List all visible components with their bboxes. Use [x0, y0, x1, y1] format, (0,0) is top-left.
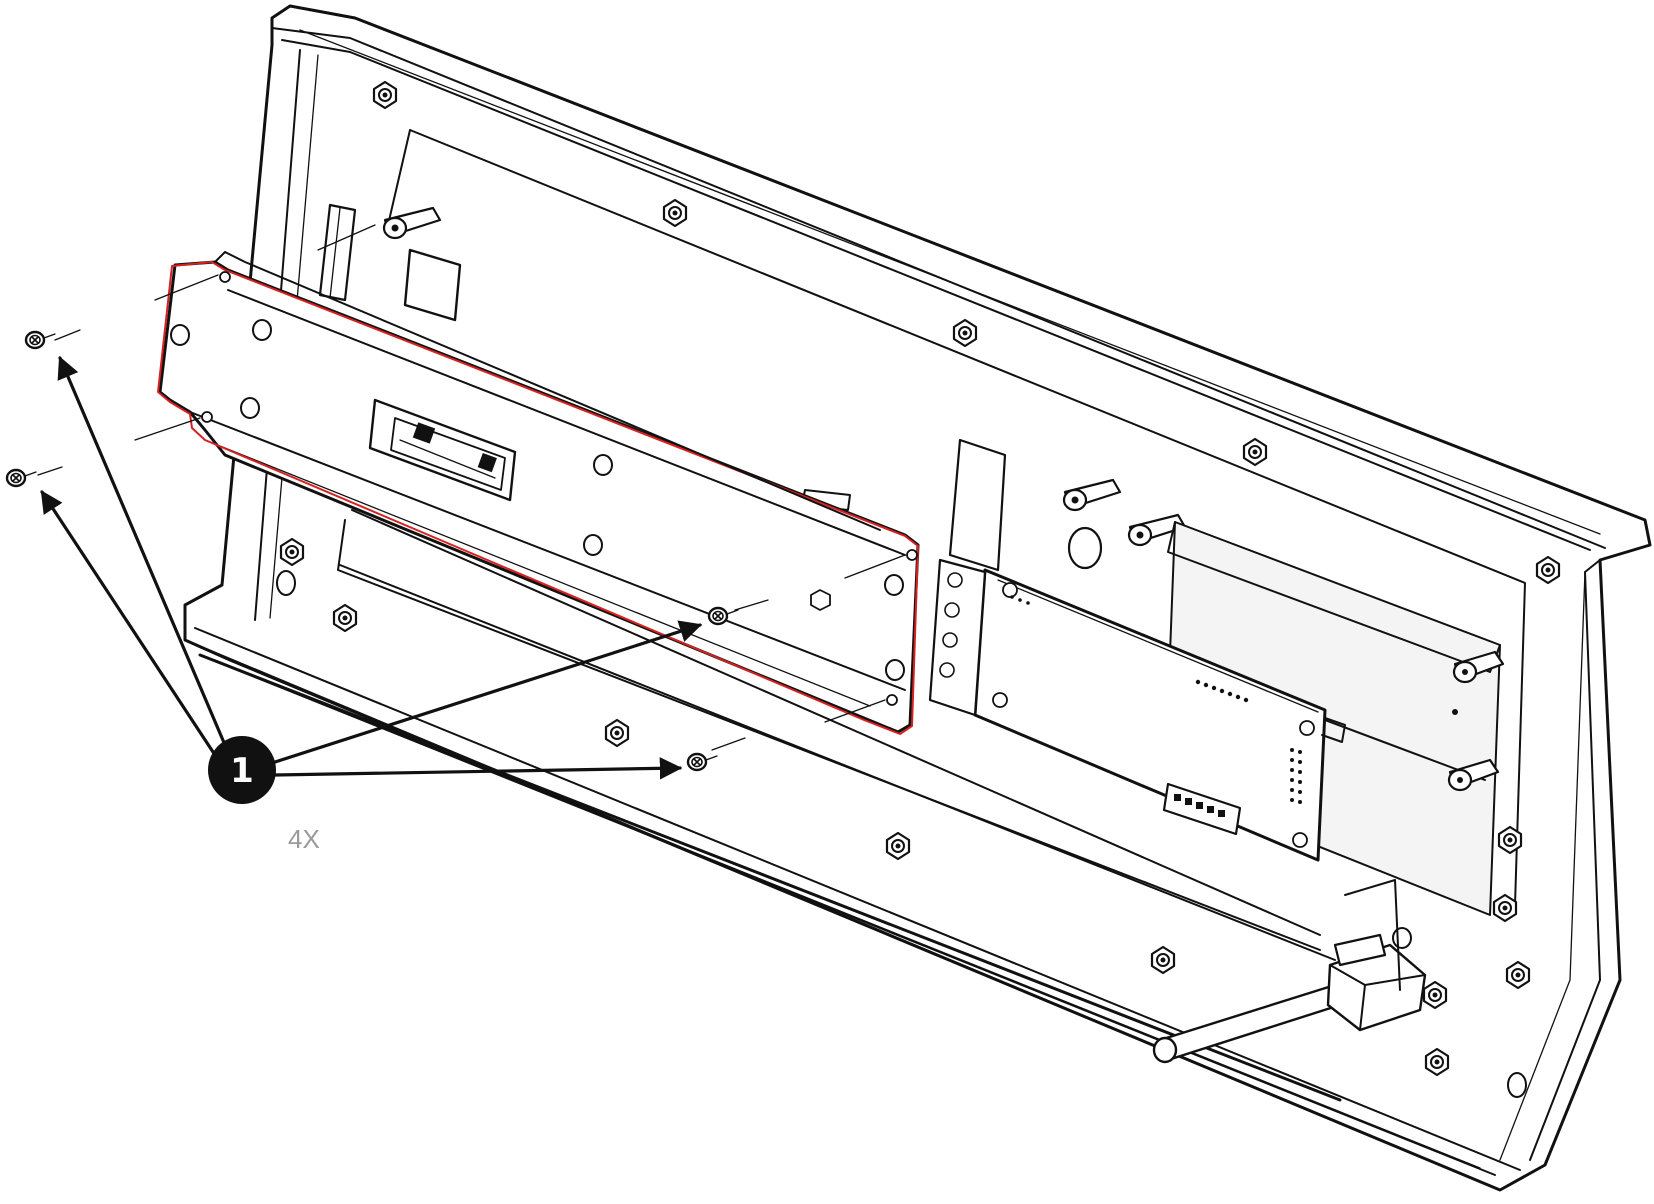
callout-number: 1: [230, 751, 254, 791]
cable-plug: [1152, 879, 1448, 1064]
quantity-label: 4X: [288, 824, 320, 854]
mounting-plate: [157, 251, 920, 735]
leader-arrows: [40, 355, 703, 780]
callout-circle: [208, 736, 276, 804]
highlight-outline: [157, 261, 919, 735]
side-connector: [928, 558, 987, 717]
explode-lines: [37, 224, 906, 751]
standoffs: [382, 206, 1187, 570]
enclosure: [183, 4, 1652, 1192]
screws: [5, 330, 739, 772]
callout-1: 1: [208, 736, 276, 804]
